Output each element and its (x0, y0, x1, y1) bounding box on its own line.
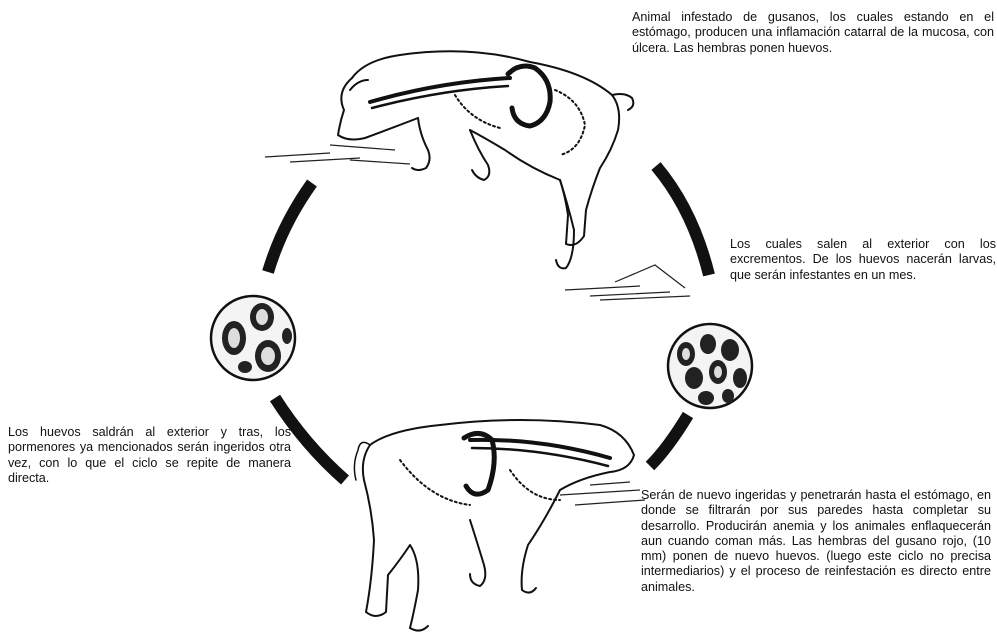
cycle-arc-upper-left (268, 183, 312, 272)
caption-eggs-excreted: Los cuales salen al exterior con los exc… (730, 237, 996, 283)
cycle-arcs (268, 166, 709, 480)
egg-magnified-left (211, 296, 295, 380)
caption-infected-animal: Animal infestado de gusanos, los cuales … (632, 10, 994, 56)
caption-reinfestation: Serán de nuevo ingeridas y penetrarán ha… (641, 488, 991, 595)
egg-magnified-right (668, 324, 752, 408)
ground-marks-bottom (560, 482, 645, 505)
cycle-arc-upper-right (656, 166, 709, 275)
ground-marks-top (265, 145, 690, 300)
pig-reinfected-icon (354, 420, 634, 631)
cycle-arc-lower-right (650, 415, 688, 466)
caption-direct-cycle: Los huevos saldrán al exterior y tras, l… (8, 425, 291, 486)
pig-infected-icon (338, 51, 633, 268)
